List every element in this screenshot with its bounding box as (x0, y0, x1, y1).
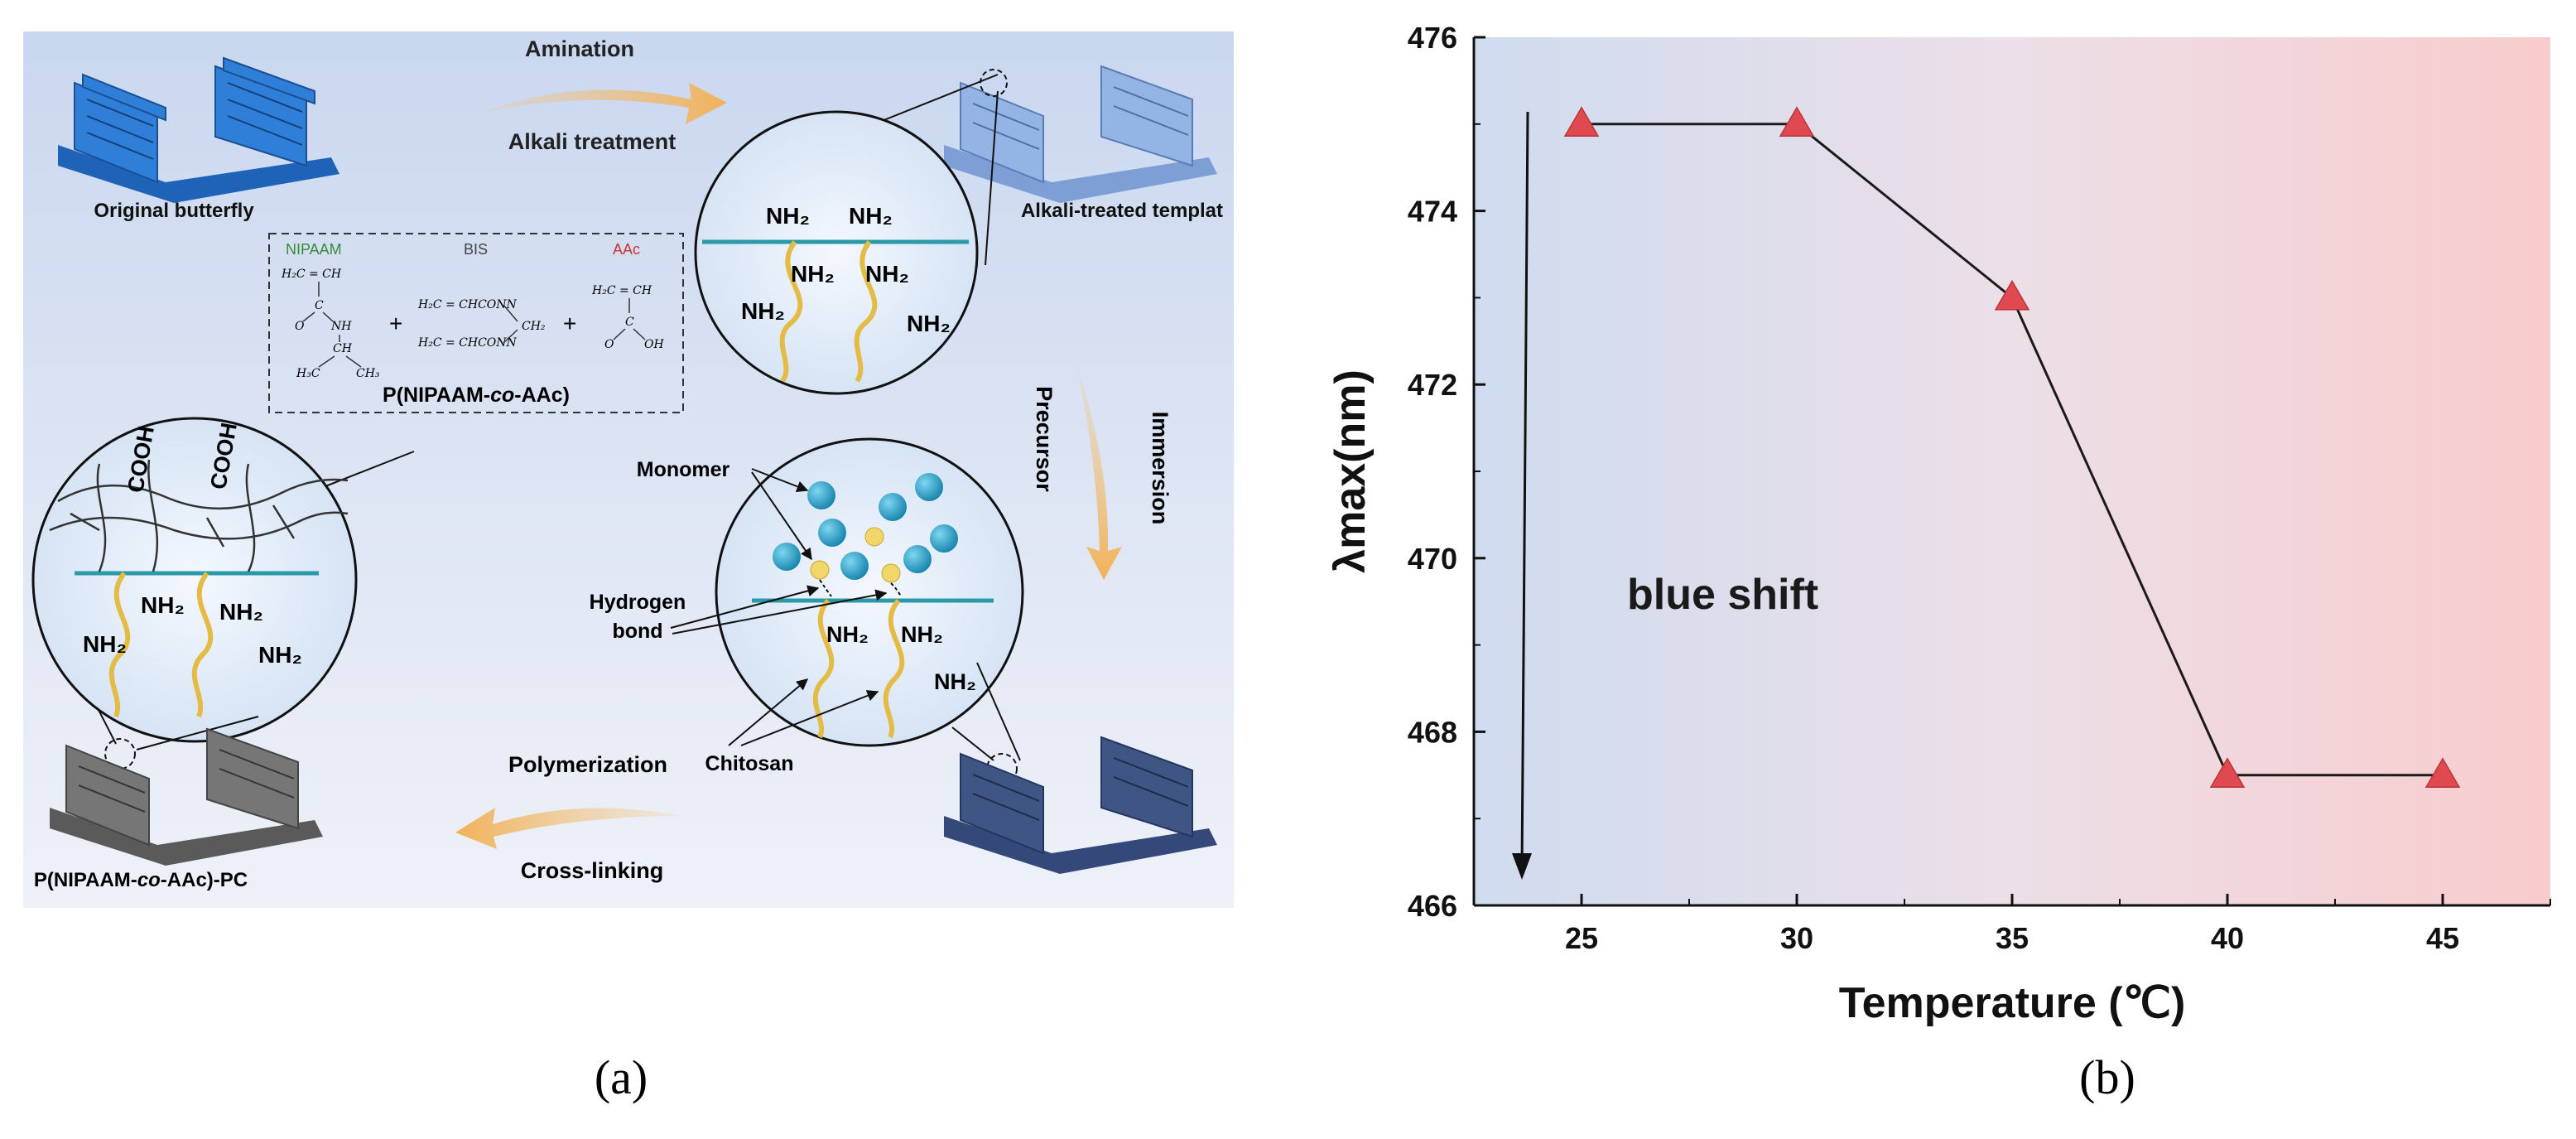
zoom-circle-amine: NH₂ NH₂ NH₂ NH₂ NH₂ NH₂ (694, 69, 1008, 395)
label-product: P(NIPAAM-co-AAc)-PC (34, 869, 248, 891)
nipaam-vinyl: H₂C = CH (281, 268, 342, 281)
zoom-circle-precursor: NH₂ NH₂ NH₂ (715, 437, 1024, 784)
amine-label: NH₂ (826, 622, 869, 647)
monomer-structures-box: NIPAAM BIS AAc H₂C = CH C O NH CH H₃C CH… (268, 233, 684, 413)
plus-sign: + (563, 311, 576, 336)
blue-shift-annotation: blue shift (1627, 571, 1818, 619)
reagent-bis: BIS (464, 241, 488, 258)
zoom-circle-polymer: COOH COOH NH₂ NH₂ NH₂ NH₂ (31, 417, 358, 770)
plus-sign: + (389, 311, 402, 336)
y-tick-label: 466 (1408, 889, 1457, 923)
nipaam-h3c: H₃C (296, 367, 320, 380)
original-butterfly-icon (58, 56, 339, 203)
nipaam-nh: NH (330, 320, 352, 333)
y-tick-label: 470 (1408, 542, 1457, 576)
bis-ch2: CH₂ (522, 320, 546, 333)
arrow-hbond-1 (670, 585, 820, 629)
blue-shift-arrow-line (1520, 111, 1529, 871)
alkali-template-icon (944, 65, 1217, 203)
caption-a: (a) (595, 1050, 648, 1104)
amine-label: NH₂ (141, 592, 185, 618)
y-tick-label: 474 (1408, 195, 1457, 229)
label-chitosan: Chitosan (705, 752, 794, 775)
step-bottom-1: Polymerization (508, 752, 667, 777)
amine-label: NH₂ (901, 622, 943, 647)
arrow-chitosan-2 (740, 690, 879, 746)
blue-shift-arrow-head (1512, 853, 1532, 880)
bis-line1: H₂C = CHCONN (417, 298, 518, 311)
amine-label: NH₂ (258, 642, 302, 668)
nipaam-c: C (315, 299, 324, 312)
amine-label: NH₂ (766, 203, 810, 229)
label-monomer: Monomer (637, 458, 730, 481)
y-tick-label: 476 (1408, 21, 1457, 55)
y-axis-label: λmax(nm) (1327, 369, 1375, 573)
panel-b-chart: 25 30 35 40 45 466 468 470 472 474 476Temperature … (1327, 21, 2551, 1104)
x-tick-label: 25 (1565, 921, 1598, 955)
data-point-marker (2424, 757, 2461, 788)
panel-a: Original butterfly Amination Alkali trea… (23, 31, 1234, 1104)
x-axis-label: Temperature (℃) (1839, 979, 2186, 1027)
nipaam-ch: CH (333, 342, 353, 355)
arrow-chitosan-1 (728, 678, 809, 746)
bis-line2: H₂C = CHCONN (417, 336, 518, 350)
arrow-hbond-2 (672, 589, 888, 635)
arrow-right (1076, 364, 1122, 580)
step-right-1: Precursor (1032, 386, 1057, 492)
x-tick-label: 30 (1780, 921, 1813, 955)
step-top-1: Amination (525, 36, 634, 61)
precursor-butterfly-icon (944, 736, 1217, 874)
chart-layer: 25 30 35 40 45 466 468 470 472 474 476Temperature … (1327, 21, 2551, 1027)
amine-label: NH₂ (83, 631, 127, 657)
product-butterfly-icon (50, 727, 323, 866)
plot-background (1474, 37, 2550, 905)
data-point-marker (1563, 106, 1600, 137)
reagent-nipaam: NIPAAM (286, 241, 342, 258)
y-tick-label: 472 (1408, 368, 1457, 402)
copolymer-label: P(NIPAAM-co-AAc) (383, 384, 570, 407)
amine-label: NH₂ (907, 311, 951, 336)
amine-label: NH₂ (219, 599, 263, 625)
monomer-balls (773, 473, 958, 583)
step-right-2: Immersion (1148, 412, 1172, 525)
amine-label: NH₂ (849, 203, 893, 229)
amine-label: NH₂ (741, 298, 785, 324)
aac-oh: OH (644, 338, 664, 351)
aac-c: C (625, 316, 634, 329)
data-point-marker (1779, 106, 1815, 137)
arrow-bottom (455, 808, 683, 849)
x-tick-label: 40 (2211, 921, 2244, 955)
aac-o: O (604, 338, 614, 351)
step-top-2: Alkali treatment (508, 129, 677, 154)
arrow-top (476, 83, 727, 124)
amine-label: NH₂ (934, 669, 976, 694)
data-point-marker (2209, 757, 2246, 788)
label-hbond-2: bond (612, 620, 662, 643)
nipaam-ch3: CH₃ (356, 367, 380, 380)
y-tick-label: 468 (1408, 715, 1457, 749)
x-tick-label: 45 (2426, 921, 2459, 955)
reagent-aac: AAc (613, 241, 640, 258)
caption-b: (b) (2079, 1050, 2135, 1104)
nipaam-o: O (295, 320, 305, 333)
step-bottom-2: Cross-linking (521, 858, 664, 883)
label-alkali: Alkali-treated templat (1021, 200, 1223, 222)
data-point-marker (1994, 279, 2030, 311)
label-hbond-1: Hydrogen (590, 591, 686, 614)
arrow-monomer-1 (751, 468, 809, 492)
x-tick-label: 35 (1996, 921, 2029, 955)
aac-vinyl: H₂C = CH (591, 284, 652, 297)
label-original: Original butterfly (94, 200, 254, 222)
amine-label: NH₂ (865, 261, 909, 287)
arrow-monomer-2 (751, 471, 812, 561)
amine-label: NH₂ (791, 261, 835, 287)
